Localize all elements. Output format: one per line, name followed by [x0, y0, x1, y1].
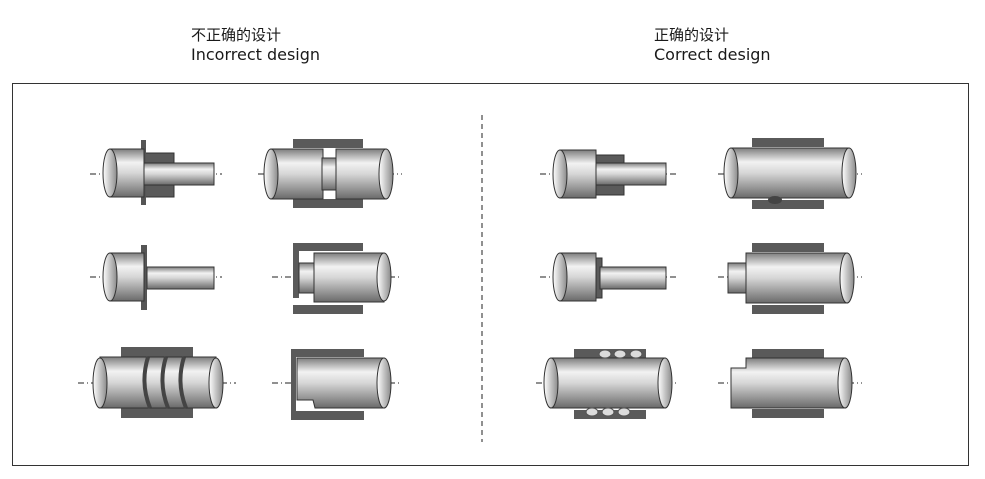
bushing-wall	[291, 349, 296, 411]
shaft-end	[723, 147, 739, 199]
shaft-end-right	[657, 357, 673, 409]
threaded-insert	[585, 349, 643, 417]
correct-example-short-collar	[540, 252, 676, 302]
shaft-body	[550, 357, 666, 409]
shaft-end-right	[208, 357, 224, 409]
shaft-end	[92, 357, 108, 409]
incorrect-example-shaft-collar	[90, 140, 222, 205]
correct-example-grooved-shaft	[718, 138, 862, 209]
incorrect-example-notched-shaft	[272, 349, 402, 420]
diagram-frame	[12, 83, 969, 466]
shaft-end	[376, 252, 392, 302]
shaft-end	[102, 252, 118, 302]
bushing-top	[293, 243, 363, 251]
correct-design-title-chinese: 正确的设计	[654, 26, 730, 44]
shaft-end-right	[841, 147, 857, 199]
shaft-left	[270, 148, 324, 200]
shaft-body	[730, 357, 846, 409]
correct-example-stepped-shaft	[718, 243, 862, 314]
shaft-end-right	[378, 148, 394, 200]
correct-example-threaded-insert	[536, 349, 676, 419]
shaft-body	[313, 252, 385, 303]
incorrect-example-thin-flange	[90, 245, 222, 310]
shaft-journal	[595, 162, 667, 186]
bushing-top	[752, 349, 824, 358]
bushing-bottom	[752, 409, 824, 418]
shaft-end	[543, 357, 559, 409]
bushing-wall	[293, 243, 299, 298]
shaft-step	[727, 262, 749, 294]
incorrect-design-title-english: Incorrect design	[191, 45, 321, 64]
shaft-neck	[321, 157, 337, 191]
shaft-journal	[146, 266, 215, 290]
shaft-journal	[599, 266, 667, 290]
bushing-top	[121, 347, 193, 357]
shaft-end	[263, 148, 279, 200]
bushing-bottom	[291, 411, 364, 420]
bushing-top	[291, 349, 364, 357]
bushing-top	[752, 138, 824, 147]
shaft-body	[296, 357, 385, 409]
bushing-bottom	[121, 408, 193, 418]
shaft-end	[552, 149, 568, 199]
shaft-end	[102, 148, 118, 198]
incorrect-example-threaded-shaft	[78, 347, 236, 418]
shaft-body	[730, 147, 850, 199]
correct-example-stepped-shaft-2	[718, 349, 862, 418]
bushing-bottom	[752, 200, 824, 209]
bushing-bottom	[293, 199, 363, 208]
shaft-step	[298, 262, 316, 294]
bushing-bottom	[752, 305, 824, 314]
correct-design-title-english: Correct design	[654, 45, 771, 64]
incorrect-design-title-chinese: 不正确的设计	[191, 26, 282, 44]
correct-example-shaft-collar	[540, 149, 676, 199]
incorrect-example-split-shaft	[258, 139, 402, 208]
groove	[768, 196, 782, 204]
shaft-end	[837, 357, 853, 409]
bushing-bottom	[293, 305, 363, 314]
shaft-end	[552, 252, 568, 302]
shaft-end	[839, 252, 855, 304]
bushing-top	[293, 139, 363, 148]
correct-design-header: 正确的设计 Correct design	[654, 26, 771, 64]
shaft-body	[99, 356, 217, 409]
incorrect-design-header: 不正确的设计 Incorrect design	[191, 26, 320, 64]
bushing-top	[752, 243, 824, 252]
shaft-body	[745, 252, 848, 304]
thread-lines	[142, 356, 188, 409]
incorrect-example-stepped-shaft	[272, 243, 402, 314]
shaft-end	[376, 357, 392, 409]
shaft-journal	[143, 162, 215, 186]
